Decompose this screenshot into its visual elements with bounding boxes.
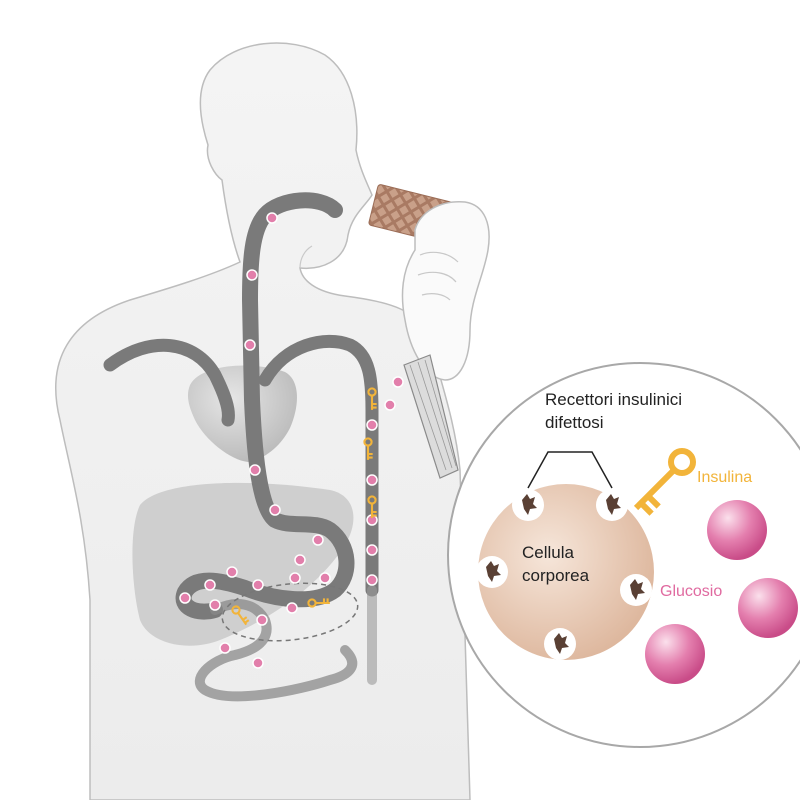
aorta-arch: [103, 338, 235, 427]
glucose-molecule-icon: [645, 624, 705, 684]
glucose-molecule-icon: [707, 500, 767, 560]
receptors-label-line1: Recettori insulinici: [545, 390, 682, 409]
insulin-label: Insulina: [697, 469, 752, 486]
insulin-key-large: [633, 448, 696, 516]
receptor-leader-lines: [527, 451, 613, 489]
receptors-label-line2: difettosi: [545, 413, 604, 432]
glucose-label: Glucosio: [660, 583, 722, 600]
pancreas-outline: [221, 582, 359, 642]
hand-with-wafer: [368, 184, 490, 381]
cell-label-line1: Cellula: [522, 543, 575, 562]
glucose-particles-body: [179, 212, 404, 669]
glucose-molecule-icon: [738, 578, 798, 638]
body-cell: [478, 484, 654, 660]
cell-label-line2: corporea: [522, 566, 590, 585]
receptor-marks: [486, 494, 645, 654]
arm-muscle: [403, 354, 459, 479]
magnified-view: [447, 362, 800, 748]
